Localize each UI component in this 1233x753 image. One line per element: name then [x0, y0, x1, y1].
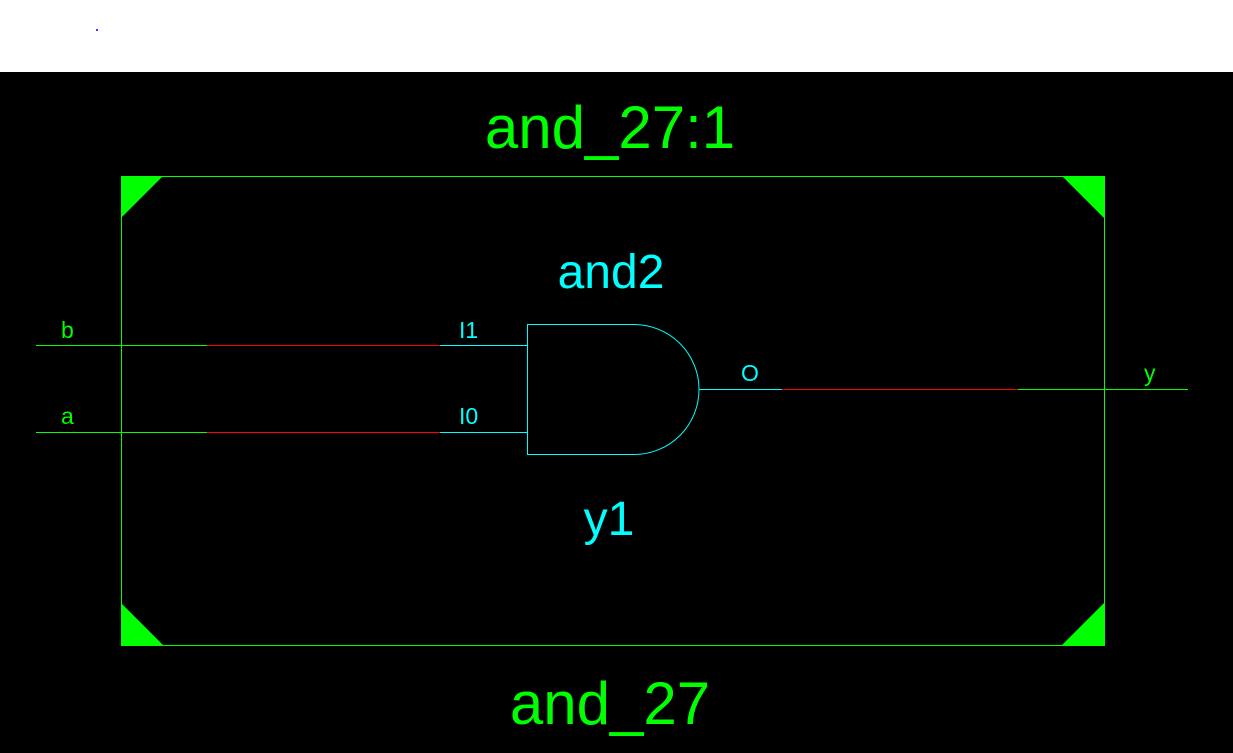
module-title: and_27:1 — [485, 94, 735, 161]
gate-type-label: and2 — [558, 246, 665, 299]
marker-dot — [96, 29, 98, 31]
port-label-b: b — [61, 317, 74, 343]
and-gate-icon[interactable] — [527, 324, 700, 455]
module-name: and_27 — [510, 670, 710, 737]
gate-instance-label: y1 — [584, 493, 635, 546]
pin-label-o: O — [741, 360, 759, 386]
schematic-canvas[interactable]: and_27:1 and_27 and2 y1 I1 I0 O b a y — [0, 72, 1233, 753]
corner-top-right — [1062, 176, 1104, 218]
module-frame[interactable] — [121, 176, 1105, 646]
pin-label-i1: I1 — [459, 317, 478, 343]
schematic-svg: and_27:1 and_27 and2 y1 I1 I0 O b a y — [36, 94, 1188, 737]
port-label-y: y — [1144, 360, 1156, 386]
pin-label-i0: I0 — [459, 403, 478, 429]
corner-bottom-right — [1062, 603, 1104, 645]
port-label-a: a — [61, 403, 74, 429]
corner-bottom-left — [121, 603, 163, 645]
corner-top-left — [121, 176, 163, 218]
